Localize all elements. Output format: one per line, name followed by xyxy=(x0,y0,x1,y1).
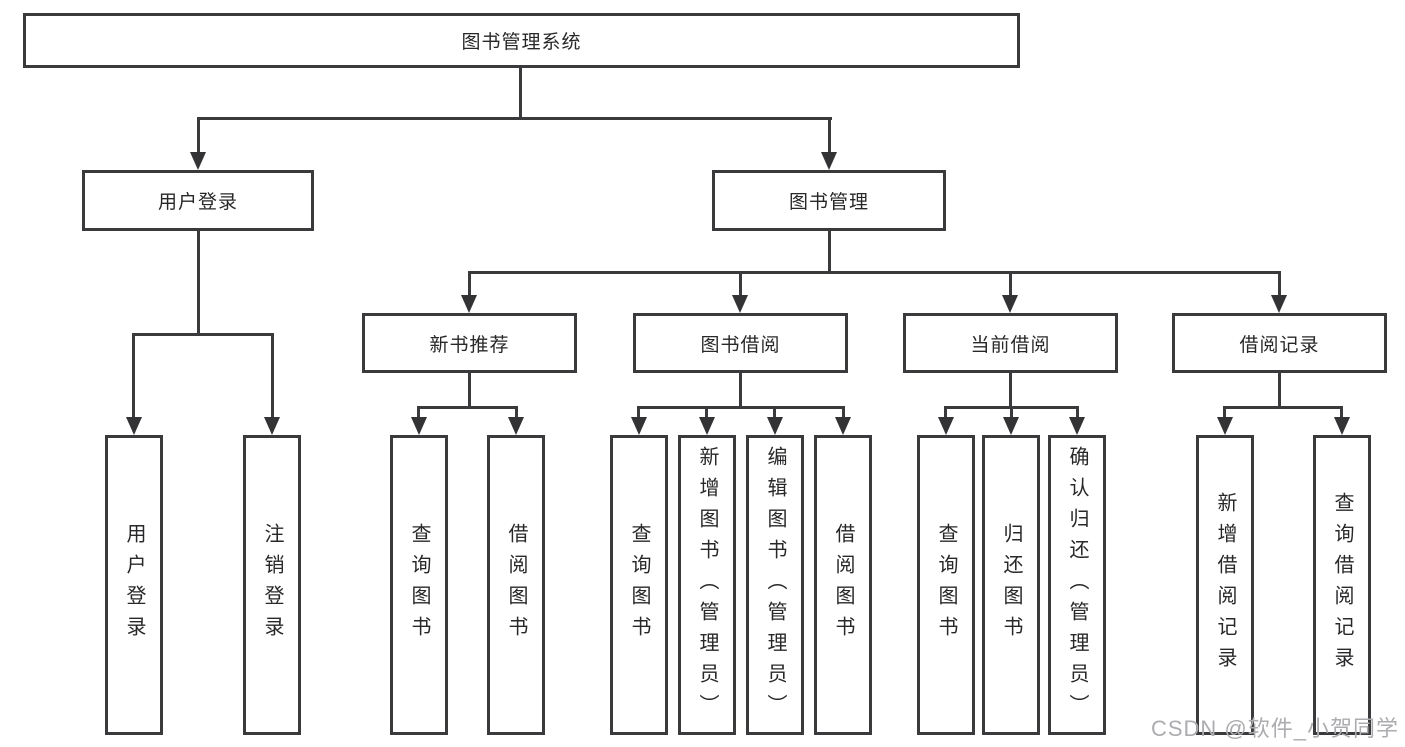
connector-line xyxy=(468,271,471,299)
leaf-return-books: 归还图书 xyxy=(982,435,1040,735)
connector-line xyxy=(271,333,274,420)
arrow-down-icon xyxy=(264,417,280,435)
connector-line xyxy=(1009,271,1012,299)
node-label: 图书借阅 xyxy=(700,334,781,356)
connector-line xyxy=(739,271,742,299)
leaf-user-login: 用户登录 xyxy=(105,435,163,735)
connector-line xyxy=(197,117,832,120)
arrow-down-icon xyxy=(1334,417,1350,435)
connector-line xyxy=(1278,371,1281,409)
leaf-borrow-books-2: 借阅图书 xyxy=(814,435,872,735)
node-label: 新书推荐 xyxy=(429,334,510,356)
leaf-add-borrow-record: 新增借阅记录 xyxy=(1196,435,1254,735)
connector-line xyxy=(773,406,776,420)
leaf-query-books-3: 查询图书 xyxy=(917,435,975,735)
connector-line xyxy=(515,406,518,420)
connector-line xyxy=(417,406,420,420)
connector-line xyxy=(132,333,274,336)
node-book-borrowing: 图书借阅 xyxy=(633,313,848,373)
arrow-down-icon xyxy=(461,295,477,313)
node-book-management: 图书管理 xyxy=(712,170,946,231)
connector-line xyxy=(1278,271,1281,299)
arrow-down-icon xyxy=(126,417,142,435)
connector-line xyxy=(1010,406,1013,420)
leaf-query-books-2: 查询图书 xyxy=(610,435,668,735)
connector-line xyxy=(739,371,742,409)
node-label: 图书管理系统 xyxy=(461,32,582,53)
leaf-add-books-admin: 新增图书（管理员） xyxy=(678,435,736,735)
node-current-borrowing: 当前借阅 xyxy=(903,313,1118,373)
arrow-down-icon xyxy=(631,417,647,435)
node-library-management-system: 图书管理系统 xyxy=(23,13,1020,68)
leaf-query-books-1: 查询图书 xyxy=(390,435,448,735)
arrow-down-icon xyxy=(767,417,783,435)
connector-line xyxy=(1223,406,1226,420)
connector-line xyxy=(1223,406,1343,409)
arrow-down-icon xyxy=(1002,295,1018,313)
connector-line xyxy=(468,371,471,409)
connector-line xyxy=(197,229,200,336)
leaf-borrow-books-1: 借阅图书 xyxy=(487,435,545,735)
connector-line xyxy=(1340,406,1343,420)
node-label: 用户登录 xyxy=(157,192,238,213)
arrow-down-icon xyxy=(1271,295,1287,313)
arrow-down-icon xyxy=(938,417,954,435)
arrow-down-icon xyxy=(411,417,427,435)
connector-line xyxy=(828,117,831,155)
connector-line xyxy=(519,66,522,120)
arrow-down-icon xyxy=(732,295,748,313)
node-label: 借阅记录 xyxy=(1239,334,1320,356)
connector-line xyxy=(637,406,640,420)
arrow-down-icon xyxy=(821,152,837,170)
connector-line xyxy=(637,406,845,409)
connector-line xyxy=(417,406,518,409)
leaf-confirm-return-admin: 确认归还（管理员） xyxy=(1048,435,1106,735)
connector-line xyxy=(842,406,845,420)
leaf-query-borrow-record: 查询借阅记录 xyxy=(1313,435,1371,735)
connector-line xyxy=(705,406,708,420)
arrow-down-icon xyxy=(508,417,524,435)
connector-line xyxy=(828,229,831,274)
arrow-down-icon xyxy=(835,417,851,435)
node-label: 图书管理 xyxy=(788,192,869,213)
arrow-down-icon xyxy=(190,152,206,170)
arrow-down-icon xyxy=(699,417,715,435)
node-user-login: 用户登录 xyxy=(82,170,314,231)
connector-line xyxy=(1009,371,1012,409)
node-new-book-recommendation: 新书推荐 xyxy=(362,313,577,373)
connector-line xyxy=(468,271,1281,274)
arrow-down-icon xyxy=(1003,417,1019,435)
leaf-edit-books-admin: 编辑图书（管理员） xyxy=(746,435,804,735)
arrow-down-icon xyxy=(1069,417,1085,435)
leaf-logout: 注销登录 xyxy=(243,435,301,735)
node-label: 当前借阅 xyxy=(970,334,1051,356)
connector-line xyxy=(1076,406,1079,420)
connector-line xyxy=(197,117,200,155)
node-borrowing-records: 借阅记录 xyxy=(1172,313,1387,373)
arrow-down-icon xyxy=(1217,417,1233,435)
connector-line xyxy=(944,406,947,420)
connector-line xyxy=(132,333,135,420)
